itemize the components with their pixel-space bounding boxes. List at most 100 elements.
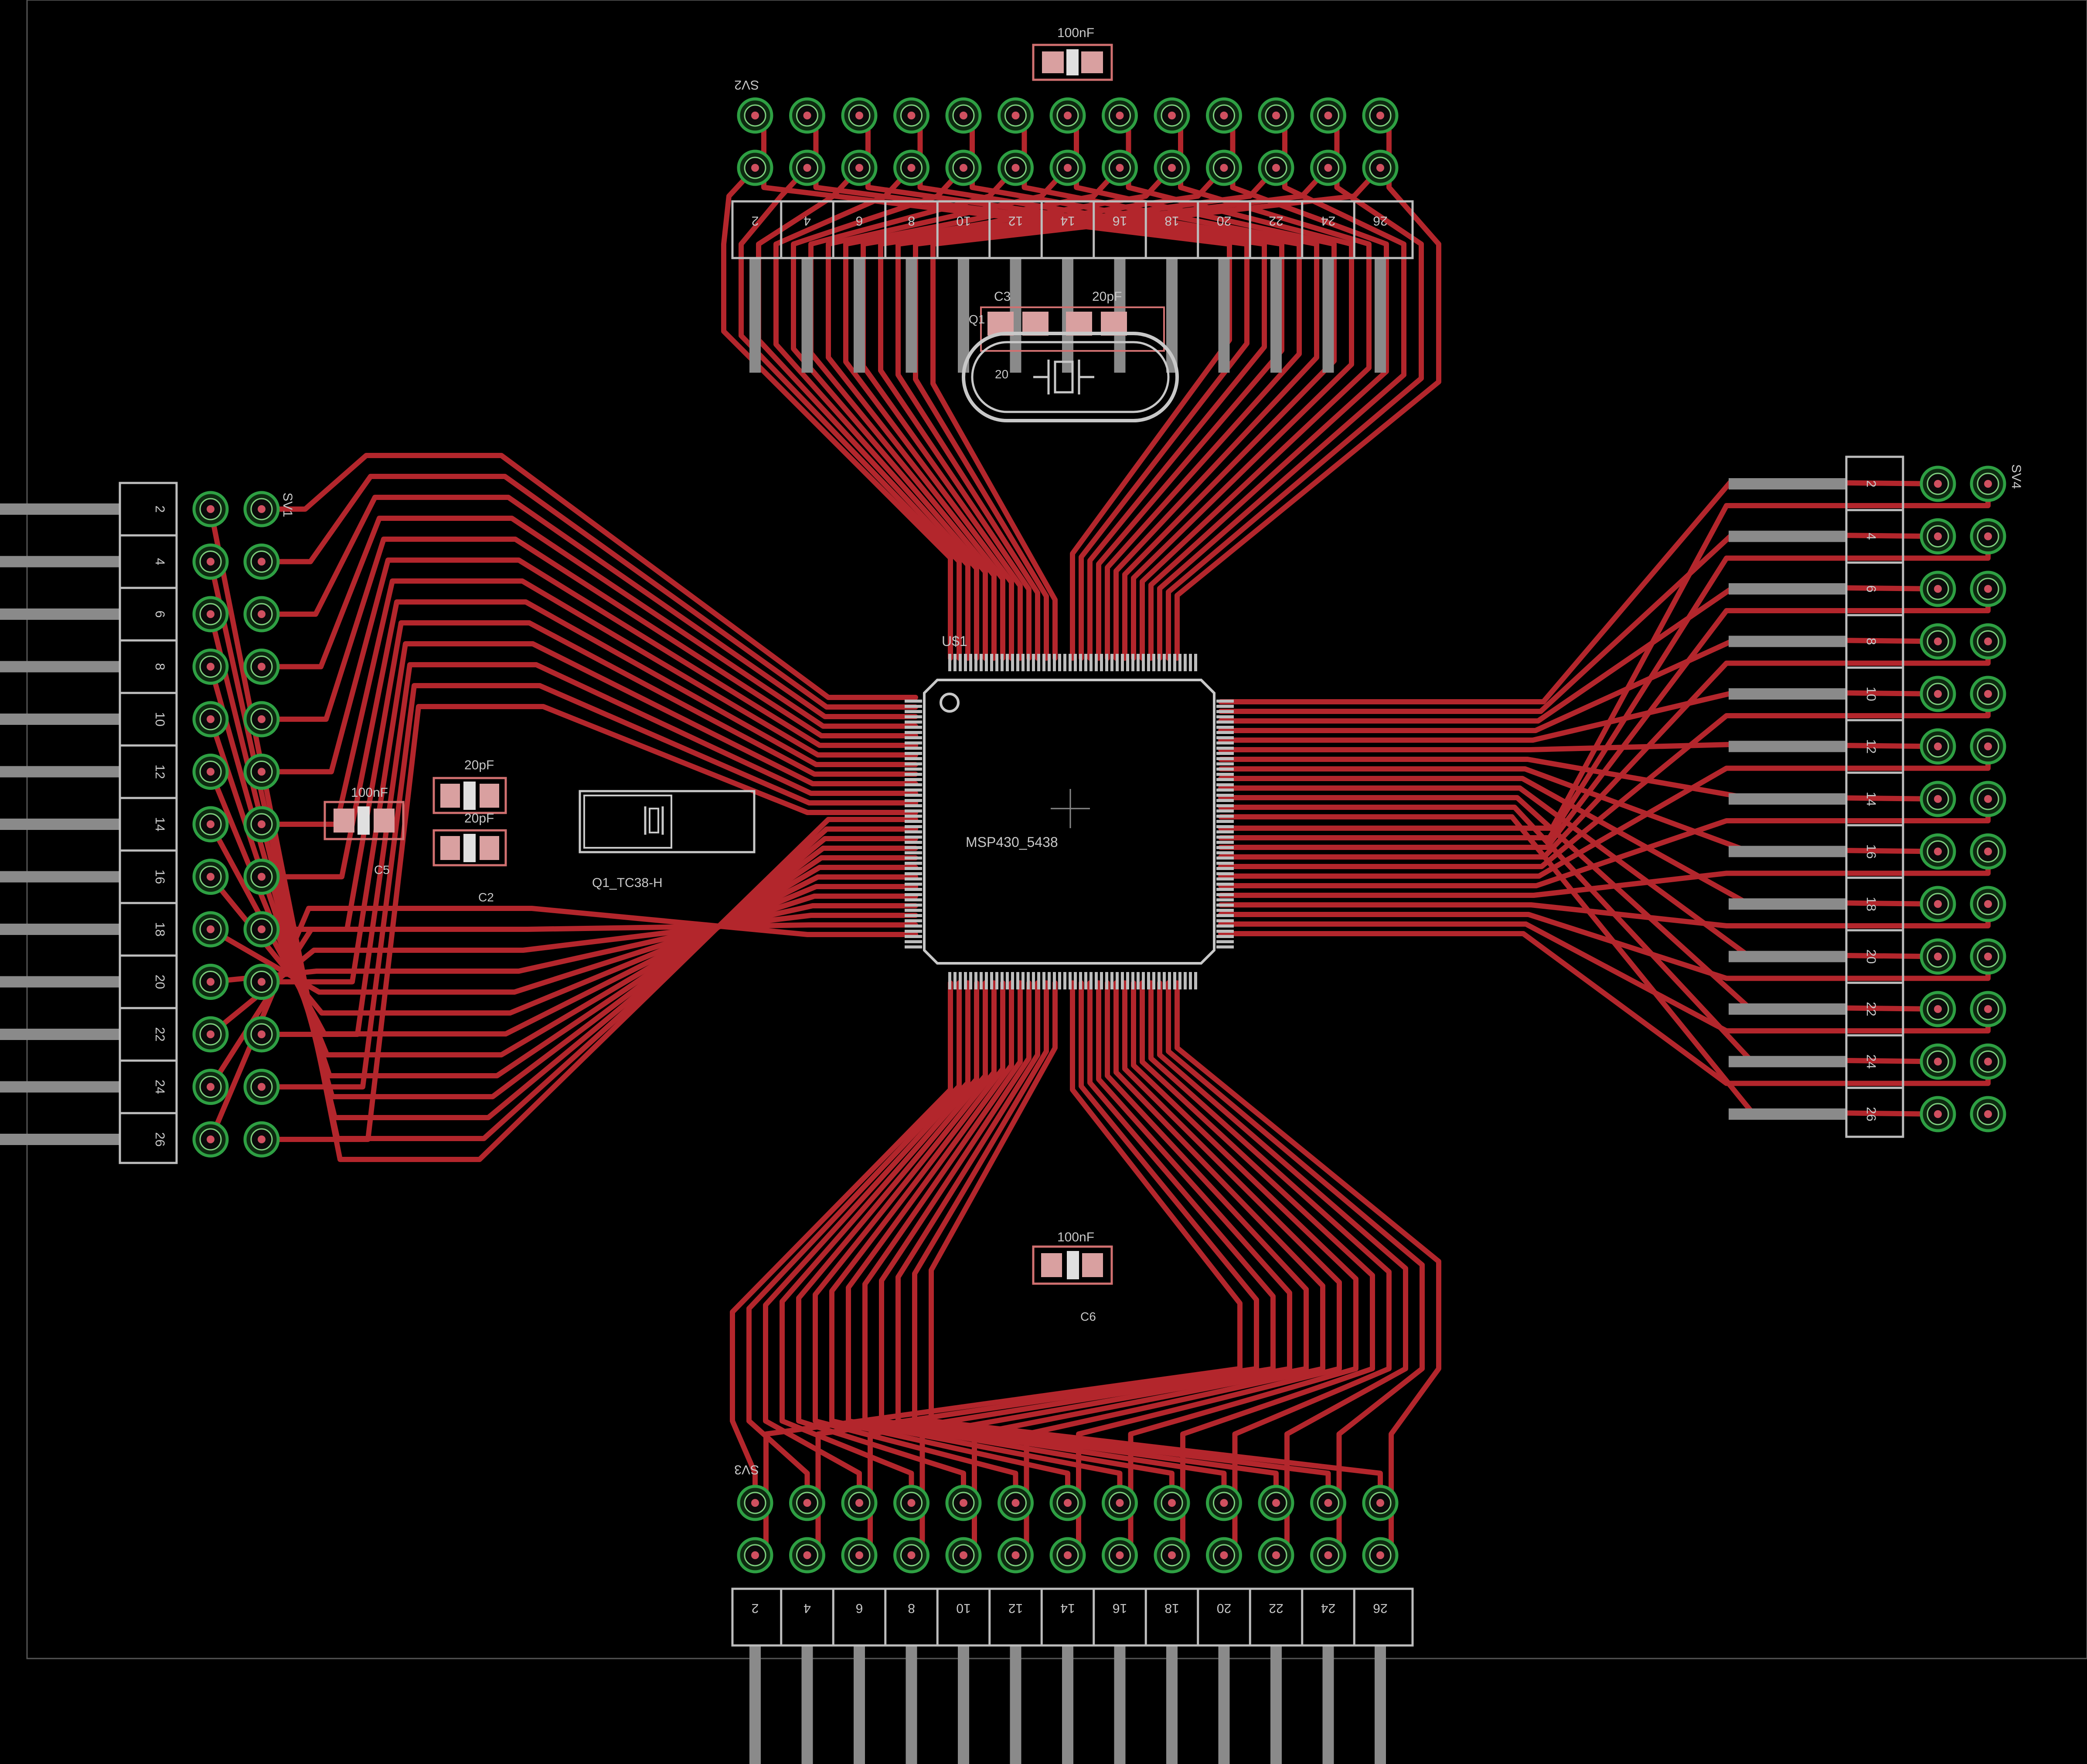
sv3-pin-label: 18: [1164, 1601, 1179, 1615]
mcu-pin: [905, 705, 922, 708]
header-pad-drill: [751, 1499, 759, 1507]
mcu-pin: [1126, 972, 1129, 989]
c2b-pad: [480, 836, 499, 860]
crystal-top: C3 20pF Q1 20: [962, 289, 1179, 422]
mcu-pin: [905, 841, 922, 844]
mcu-pin: [1032, 654, 1035, 671]
mcu-pin: [905, 715, 922, 718]
mcu-pin: [1216, 809, 1234, 812]
mcu-pin: [1216, 851, 1234, 854]
mcu-pin: [1116, 654, 1119, 671]
header-pad-drill: [1376, 112, 1384, 119]
header-pad-drill: [907, 1499, 916, 1507]
c5-value: 100nF: [351, 785, 388, 800]
mcu-pin: [1058, 972, 1061, 989]
mcu-pin: [964, 972, 967, 989]
mcu-pin: [1216, 820, 1234, 823]
crystal-outline: [962, 332, 1179, 422]
header-pad-drill: [1934, 795, 1942, 803]
sv4-pin-label: 22: [1864, 1002, 1878, 1016]
sv4-pin-label: 20: [1864, 949, 1878, 964]
mcu-pin: [1042, 654, 1045, 671]
mcu-pin: [1027, 972, 1030, 989]
q1-designator: Q1: [969, 313, 985, 326]
mcu-pin: [969, 654, 972, 671]
header-bodies: 2468101214161820222426246810121416182022…: [119, 200, 1904, 1647]
mcu-pins: [905, 654, 1234, 989]
mcu-pin: [1216, 705, 1234, 708]
mcu-pin: [1079, 654, 1082, 671]
mcu-pin: [1121, 654, 1124, 671]
header-pad-drill: [207, 610, 214, 618]
header-pad-drill: [207, 820, 214, 828]
c3-pad: [987, 312, 1014, 336]
mcu-pin: [974, 972, 977, 989]
mcu-pin: [1216, 841, 1234, 844]
sv3-body: [731, 1587, 1414, 1647]
mcu-value: MSP430_5438: [966, 834, 1058, 850]
header-pad-drill: [1984, 900, 1992, 908]
crystal-left-can: [583, 795, 672, 849]
mcu-pin: [1001, 972, 1004, 989]
header-pad-drill: [1934, 1057, 1942, 1066]
mcu-pin: [990, 972, 993, 989]
mcu-pin: [905, 768, 922, 771]
header-pad-drill: [1220, 1551, 1228, 1559]
header-pad-drill: [207, 1030, 214, 1038]
mcu-pin: [985, 972, 988, 989]
trace: [259, 683, 918, 1090]
mcu-pin: [905, 909, 922, 912]
header-pad-drill: [1272, 1551, 1280, 1559]
mcu-pin: [1216, 762, 1234, 765]
header-pad-drill: [907, 164, 916, 172]
mcu-pin: [1216, 731, 1234, 734]
header-pad-drill: [207, 978, 214, 986]
header-pad-drill: [258, 505, 266, 513]
header-pad-drill: [907, 1551, 916, 1559]
c2b-outline: [432, 829, 507, 867]
mcu-pin: [1216, 741, 1234, 744]
trace: [791, 165, 988, 661]
header-pad-drill: [1984, 1057, 1992, 1066]
mcu-pin: [905, 794, 922, 797]
c3-pad: [1066, 312, 1092, 336]
header-pad-drill: [1984, 1005, 1992, 1013]
mcu-pin: [905, 773, 922, 776]
mcu-pin: [905, 830, 922, 833]
header-pad-drill: [258, 557, 266, 566]
header-pad-drill: [1934, 532, 1942, 540]
header-pad-drill: [1011, 1551, 1020, 1559]
mcu-pin: [905, 898, 922, 901]
mcu-pin: [1131, 654, 1134, 671]
mcu-pin: [1137, 972, 1140, 989]
mcu-pin: [1216, 757, 1234, 760]
mcu-pin: [905, 762, 922, 765]
trace: [895, 980, 1279, 1506]
mcu-pin: [1216, 773, 1234, 776]
trace: [843, 165, 1123, 661]
mcu-pin: [905, 877, 922, 880]
mcu-pin: [905, 914, 922, 917]
mcu-pin: [1216, 830, 1234, 833]
header-pad-drill: [1984, 532, 1992, 540]
header-pad-drill: [207, 873, 214, 881]
sv1-designator: SV1: [280, 493, 295, 517]
header-pad-drill: [1064, 164, 1072, 172]
mcu-pin: [905, 700, 922, 703]
header-pad-drill: [258, 873, 266, 881]
mcu-pin: [1058, 654, 1061, 671]
sv3-pin-label: 2: [752, 1601, 759, 1615]
header-pad-drill: [1324, 1499, 1332, 1507]
mcu-pin: [1110, 654, 1113, 671]
mcu-pin: [1142, 654, 1145, 671]
mcu-pin: [990, 654, 993, 671]
header-pad-drill: [1011, 164, 1020, 172]
trace: [746, 980, 962, 1506]
mcu-pin: [905, 752, 922, 755]
sv4-pin-label: 4: [1864, 533, 1878, 540]
mcu-pin: [964, 654, 967, 671]
header-pad-drill: [1324, 164, 1332, 172]
header-pad-drill: [258, 820, 266, 828]
trace: [259, 537, 918, 738]
mcu-pin: [905, 726, 922, 729]
